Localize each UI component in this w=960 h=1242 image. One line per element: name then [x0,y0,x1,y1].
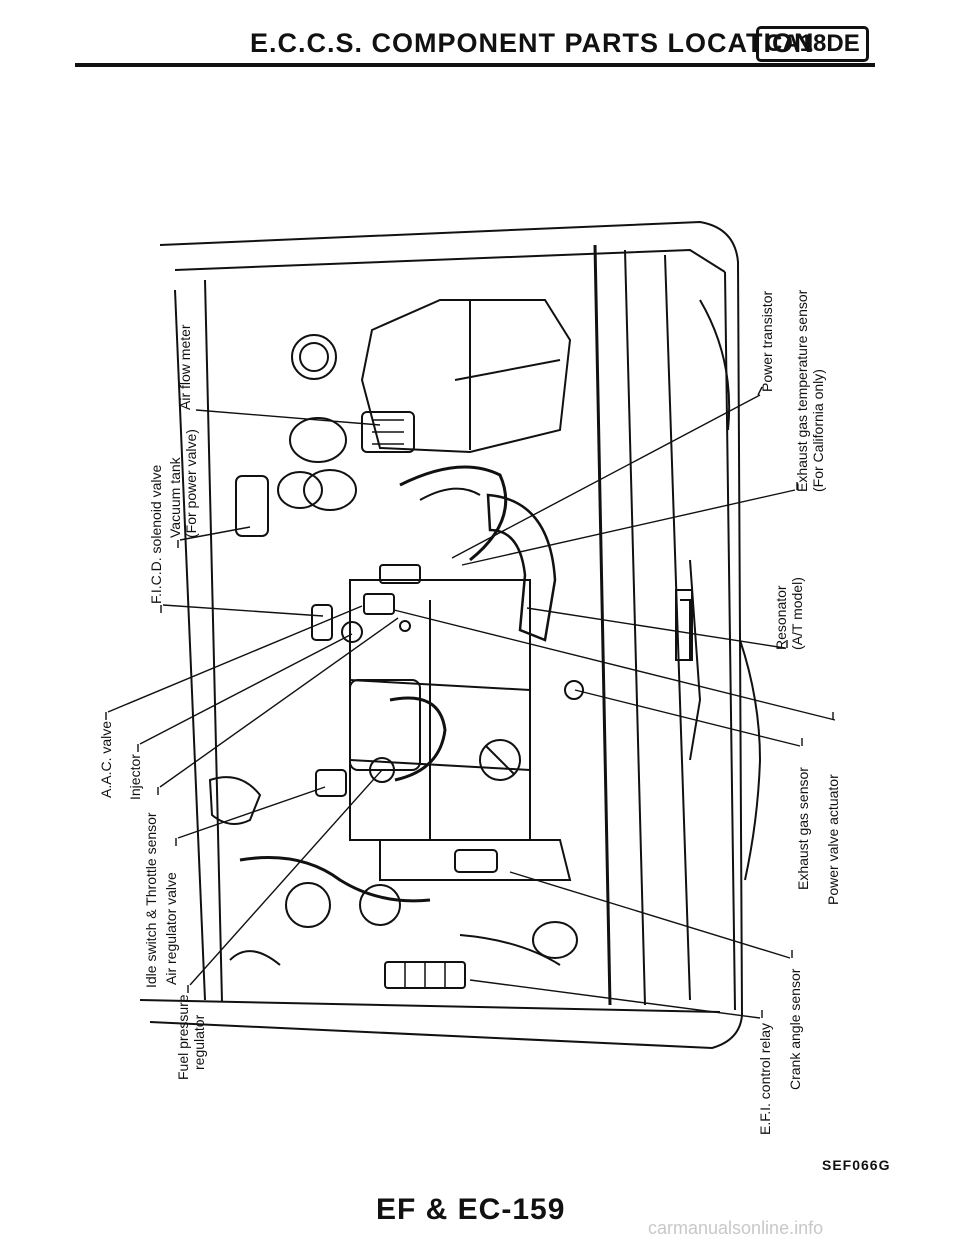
label-exhaust-gas-sensor: Exhaust gas sensor [795,767,811,890]
label-exhaust-temp-note: (For California only) [810,369,826,492]
label-vacuum-tank: Vacuum tank [167,456,183,538]
engine-bay-drawing [139,220,762,1050]
label-resonator-note: (A/T model) [789,577,805,650]
label-resonator: Resonator [773,585,789,650]
label-power-valve-actuator: Power valve actuator [825,774,841,905]
label-vacuum-tank-note: (For power valve) [183,429,199,538]
label-injector: Injector [127,754,143,800]
figure-code: SEF066G [822,1157,891,1173]
engine-code-badge: CA18DE [756,26,869,62]
label-fuel-pressure-2: regulator [191,1014,207,1070]
title-rule [75,63,875,67]
label-air-regulator: Air regulator valve [163,872,179,985]
label-exhaust-temp: Exhaust gas temperature sensor [794,289,810,492]
label-crank-angle-sensor: Crank angle sensor [787,968,803,1090]
watermark: carmanualsonline.info [648,1218,824,1238]
left-labels: Air flow meter Vacuum tank (For power va… [98,324,207,1080]
page-title: E.C.C.S. COMPONENT PARTS LOCATION [250,28,815,58]
label-fuel-pressure: Fuel pressure [175,994,191,1080]
right-labels: Power transistor Exhaust gas temperature… [757,289,841,1135]
label-power-transistor: Power transistor [759,291,775,392]
label-efi-relay: E.F.I. control relay [757,1023,773,1135]
label-idle-switch: Idle switch & Throttle sensor [143,812,159,988]
leader-lines [105,386,836,1019]
label-aac-valve: A.A.C. valve [98,721,114,798]
label-air-flow-meter: Air flow meter [177,324,193,410]
label-ficd-valve: F.I.C.D. solenoid valve [148,465,164,604]
page-number: EF & EC-159 [376,1193,566,1226]
